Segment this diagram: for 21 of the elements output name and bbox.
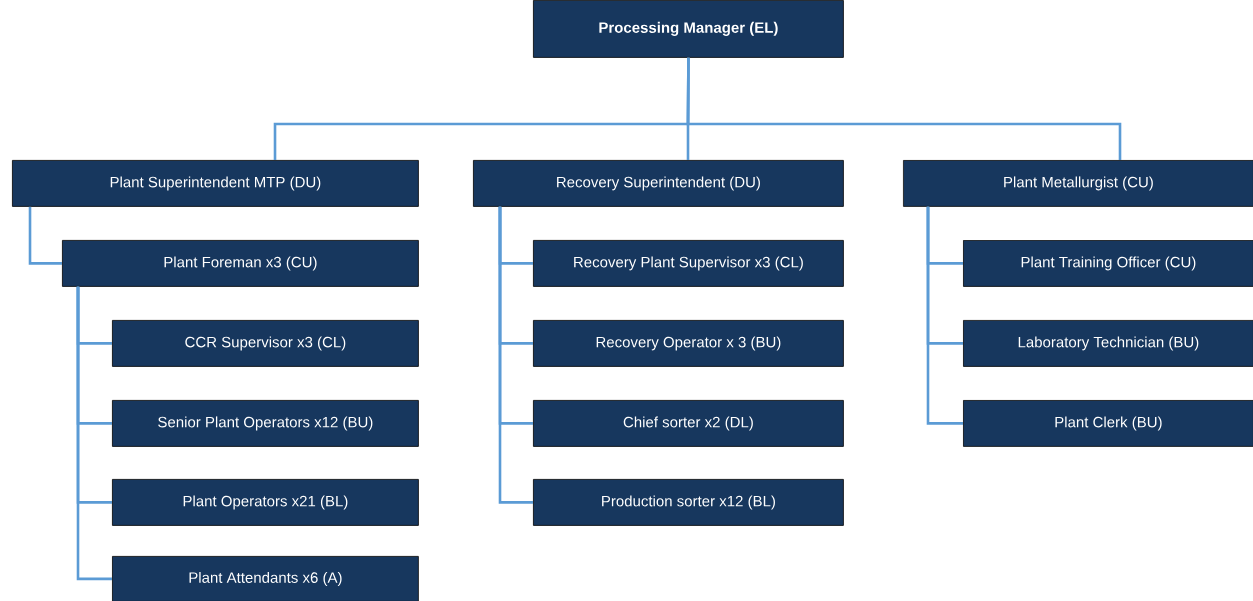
position-box: Plant Metallurgist (CU) — [903, 160, 1253, 207]
position-box: Production sorter x12 (BL) — [533, 479, 844, 526]
position-box: Plant Foreman x3 (CU) — [62, 240, 419, 287]
position-box: Plant Clerk (BU) — [963, 400, 1253, 447]
position-box: Senior Plant Operators x12 (BU) — [112, 400, 419, 447]
position-box: Plant Attendants x6 (A) — [112, 556, 419, 601]
connector-line — [76, 286, 112, 581]
connector-line — [686, 57, 1122, 160]
position-box: Plant Superintendent MTP (DU) — [12, 160, 419, 207]
position-box: Recovery Operator x 3 (BU) — [533, 320, 844, 367]
position-box: Chief sorter x2 (DL) — [533, 400, 844, 447]
connector-line — [926, 206, 963, 425]
position-box: Recovery Superintendent (DU) — [473, 160, 844, 207]
position-box: Recovery Plant Supervisor x3 (CL) — [533, 240, 844, 287]
position-box: Processing Manager (EL) — [533, 0, 844, 58]
connector-line — [28, 206, 62, 265]
position-box: Plant Training Officer (CU) — [963, 240, 1253, 287]
position-box: Plant Operators x21 (BL) — [112, 479, 419, 526]
connector-line — [498, 206, 533, 504]
position-box: CCR Supervisor x3 (CL) — [112, 320, 419, 367]
position-box: Laboratory Technician (BU) — [963, 320, 1253, 367]
